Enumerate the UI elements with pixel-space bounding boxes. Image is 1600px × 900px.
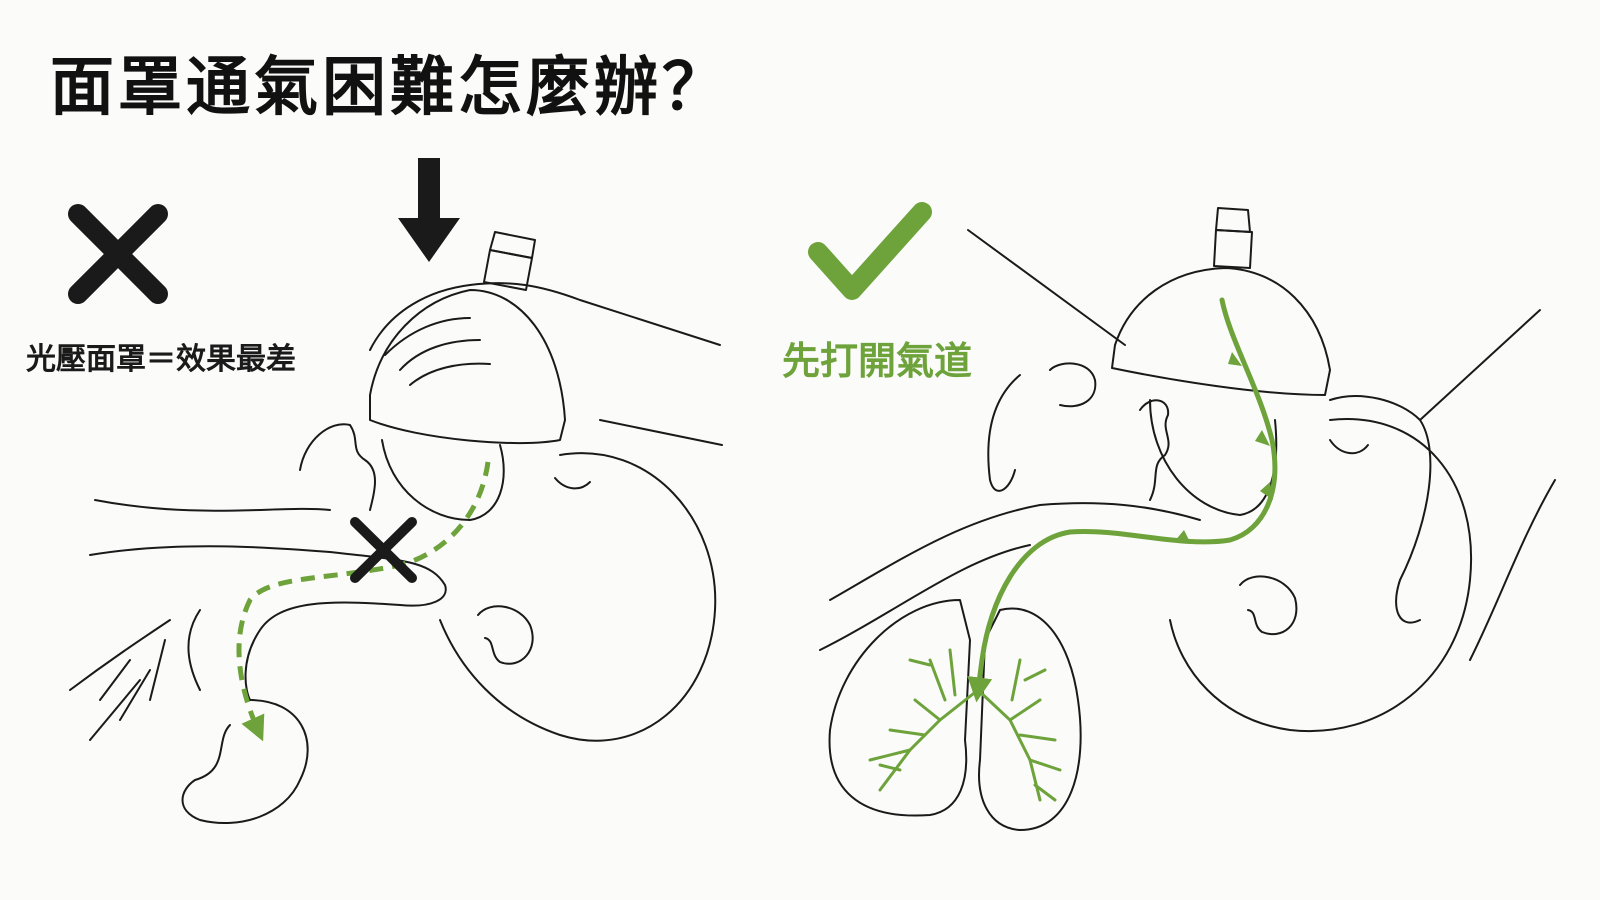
airflow-into-lungs-path <box>967 297 1278 703</box>
patient-eye-right <box>1329 439 1369 455</box>
page-title: 面罩通氣困難怎麼辦？ <box>50 51 730 125</box>
patient-eye <box>554 477 591 490</box>
bronchial-tree <box>868 648 1062 802</box>
press-down-arrow-icon <box>398 158 460 262</box>
blocked-airway-x-icon <box>350 517 417 583</box>
patient-head-outline-right <box>1169 418 1473 733</box>
stomach-outline <box>181 699 309 824</box>
patient-face-profile <box>299 423 376 511</box>
lung-outline-left <box>828 599 971 817</box>
face-mask <box>369 289 566 445</box>
patient-face-profile-right <box>1139 399 1170 501</box>
wrong-method-panel <box>68 158 723 824</box>
head-tilt-hand-right <box>1329 309 1556 661</box>
correct-method-caption: 先打開氣道 <box>782 339 973 383</box>
pressing-hand <box>369 282 721 386</box>
check-mark-icon <box>808 202 932 300</box>
face-mask-right <box>1111 267 1331 396</box>
jaw-thrust-hand-left <box>987 362 1097 492</box>
lung-outline-right <box>978 607 1082 831</box>
patient-ear-right <box>1239 575 1298 636</box>
correct-method-panel <box>808 202 1556 831</box>
wrong-method-caption: 光壓面罩＝效果最差 <box>26 342 296 377</box>
x-mark-icon <box>68 204 168 304</box>
patient-head-outline <box>439 452 717 742</box>
patient-ear <box>477 605 534 665</box>
airflow-to-stomach-path <box>236 461 491 742</box>
